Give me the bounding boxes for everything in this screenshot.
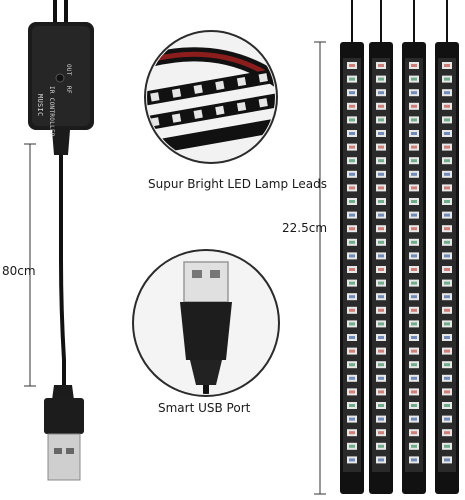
cable-dimension-line bbox=[24, 143, 36, 387]
usb-cable bbox=[52, 155, 74, 400]
strip-dimension-line bbox=[314, 41, 326, 495]
controller-port-rf-text: RF bbox=[65, 86, 72, 94]
controller-model-text: IR CONTROLLER bbox=[48, 86, 55, 137]
strip-length-label: 22.5cm bbox=[282, 221, 328, 235]
led-strip bbox=[340, 0, 364, 494]
usb-plug-bottom bbox=[44, 398, 84, 481]
led-strips bbox=[340, 0, 459, 494]
led-strip bbox=[402, 0, 426, 494]
usb-callout-label: Smart USB Port bbox=[158, 401, 251, 415]
led-closeup-callout bbox=[144, 30, 278, 164]
usb-closeup-callout bbox=[132, 249, 280, 397]
cable-length-label: 80cm bbox=[2, 264, 36, 278]
controller-input-wires bbox=[53, 0, 68, 22]
led-strip bbox=[369, 0, 393, 494]
led-strip bbox=[435, 0, 459, 494]
strip-callout-label: Supur Bright LED Lamp Leads bbox=[148, 177, 327, 191]
controller-brand-text: MUSIC bbox=[36, 94, 44, 117]
ir-controller-box bbox=[28, 22, 94, 155]
controller-port-out-text: OUT bbox=[65, 64, 72, 76]
